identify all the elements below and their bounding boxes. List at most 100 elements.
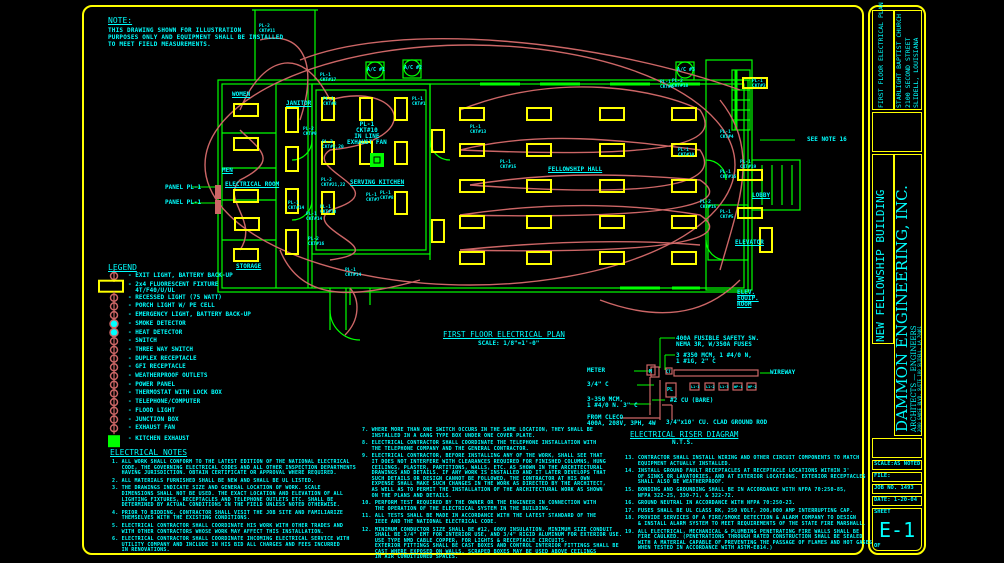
circuit-tag: PL-2 CKT#15 [700,200,717,210]
legend-item: - THERMOSTAT WITH LOCK BOX [128,389,222,397]
fluorescent-fixture [234,217,260,231]
circuit-tag: PL-1 CKT#7 [366,193,380,203]
fluorescent-fixture [285,188,299,214]
fluorescent-fixture [526,143,552,157]
fluorescent-fixture [599,143,625,157]
circuit-tag: PL-1 CKT#10 [320,205,337,215]
kitchen-exhaust-tag: PL-1 CKT#10 IN LINE EXHAUST FAN [347,121,387,146]
tb-client-3: SLIDELL, LOUISIANA [912,37,920,108]
fluorescent-fixture [321,191,335,215]
tb-job-no: JOB NO. 1493 [874,485,914,491]
circuit-tag: PL-1 CKT#15 [500,160,517,170]
circuit-tag: PL-2 CKT#21,22 [321,178,346,188]
tb-date: DATE: 1-20-04 [874,497,918,503]
riser-title: ELECTRICAL RISER DIAGRAM [630,430,739,439]
room-women: WOMEN [232,91,251,98]
riser-breaker: WP-2 [748,385,757,389]
riser-scale: N.T.S. [672,439,694,446]
riser-from-cleco: FROM CLECO 400A, 208V, 3PH, 4W [587,414,656,427]
electrical-note: 3. THE DRAWINGS INDICATE SIZE AND GENERA… [112,485,344,509]
legend-title: LEGEND [108,263,137,272]
ac-unit-2: A/C #2 [404,65,423,71]
tb-client-1: STARLIGHT BAPTIST CHURCH [895,14,903,108]
electrical-note: 10. PERFORM TEST REQUIRED BY THE OWNER O… [362,500,597,512]
fluorescent-fixture [459,215,485,229]
room-lobby: LOBBY [752,192,771,199]
tb-sheet-title-box [872,10,894,110]
tb-firm-addr: 2000 GAUSE BLVD. SUITE 100 SLIDELL, LA 7… [917,326,922,432]
tb-scale-box [872,460,922,470]
electrical-note: 7. WHERE MORE THAN ONE SWITCH OCCURS IN … [362,427,594,439]
fluorescent-fixture [599,179,625,193]
circuit-tag: PL-1 CKT#10 [678,148,695,158]
legend-item: - GFI RECEPTACLE [128,363,186,371]
fluorescent-fixture [394,191,408,215]
riser-breaker: L1-3 [720,385,729,389]
legend-item: - DUPLEX RECEPTACLE [128,354,197,362]
legend-item: - PORCH LIGHT W/ PE CELL [128,302,215,310]
panel-label-1: PANEL PL-1 [165,184,202,191]
fluorescent-fixture [359,97,373,121]
plan-scale: SCALE: 1/8"=1'-0" [478,340,540,347]
panel-boxes [215,185,221,214]
tb-sheet-title: FIRST FLOOR ELECTRICAL PLAN [877,2,885,108]
fluorescent-fixture [321,141,335,165]
fluorescent-fixture [459,143,485,157]
electrical-note: 16. GROUND NEUTRAL IN ACCORDANCE WITH NF… [625,500,796,507]
electrical-notes-column-1: 1. ALL WORK SHALL CONFORM TO THE LATEST … [112,459,356,556]
fluorescent-fixture [671,179,697,193]
riser-safety-switch: 400A FUSIBLE SAFETY SW. NEMA 3R, W/350A … [676,335,760,348]
tb-blank-box [872,112,922,152]
fluorescent-fixture [394,141,408,165]
fluorescent-fixture [671,251,697,265]
plan-title: FIRST FLOOR ELECTRICAL PLAN [443,330,565,339]
riser-ground-wire: #2 CU (BARE) [670,397,714,404]
fluorescent-fixture [431,129,445,153]
legend-item: - SMOKE DETECTOR [128,319,186,327]
tb-client-box [894,10,922,110]
circuit-tag: PL-1 CKT#14 [306,212,323,222]
tb-sheet-no: E-1 [879,518,916,542]
riser-wire: 3-350 MCM, 1 #4/0 N. 3" C [587,396,638,409]
tb-scale: SCALE:AS NOTED [874,461,921,467]
fluorescent-fixture [285,229,299,255]
tb-file-box [872,472,922,482]
fluorescent-fixture [233,103,259,117]
riser-diagram [620,337,770,420]
circuit-tag: PL-1 CKT#5 [720,210,734,220]
fluorescent-fixture [526,251,552,265]
fluorescent-fixture [737,207,763,219]
fluorescent-fixture [599,107,625,121]
circuit-tag: PL-1 CKT#4 [720,130,734,140]
circuit-tag: PL-1 CKT#19 [740,160,757,170]
room-elevator: ELEVATOR [735,239,764,246]
electrical-notes-title: ELECTRICAL NOTES [110,448,188,457]
riser-meter-box: M [649,369,653,375]
riser-breaker: L1-1 [691,385,700,389]
electrical-note: 15. BONDING AND GROUNDING SHALL BE IN AC… [625,486,847,499]
circuit-tag: PL-1 CKT#3 [752,79,766,89]
electrical-note: 14. INSTALL GROUND FAULT RECEPTACLES AT … [625,468,866,486]
panel-leaders [192,139,795,204]
electrical-notes-column-2: 7. WHERE MORE THAN ONE SWITCH OCCURS IN … [362,427,623,563]
circuit-tag: PL-1 CKT#8 [380,191,394,201]
fluorescent-fixture [671,143,697,157]
circuit-tag: PL-1 CKT#16 [720,170,737,180]
legend-item: - TELEPHONE/COMPUTER [128,398,201,406]
riser-meter: METER [587,367,606,374]
legend-item: - HEAT DETECTOR [128,328,183,336]
legend-item: - 2x4 FLUORESCENT FIXTURE 4T/F40/U/UL [128,280,219,294]
tb-blank-box-2 [872,438,922,458]
fluorescent-fixture [459,179,485,193]
fluorescent-fixture-icon [98,279,124,293]
electrical-note: 12. MINIMUM CONDUCTOR SIZE SHALL BE #12,… [362,526,623,561]
exhaust-fan-icon [109,422,119,435]
electrical-note: 19. ALL ELECTRICAL, MECHANICAL & PLUMBIN… [625,528,873,552]
legend-item: - JUNCTION BOX [128,415,179,423]
circuit-tag: PL-1 CKT#13 [470,125,487,135]
riser-wireway: WIREWAY [770,369,796,376]
fluorescent-fixture [742,77,768,89]
tb-sheet-box [872,508,922,551]
fluorescent-fixture [431,219,445,243]
